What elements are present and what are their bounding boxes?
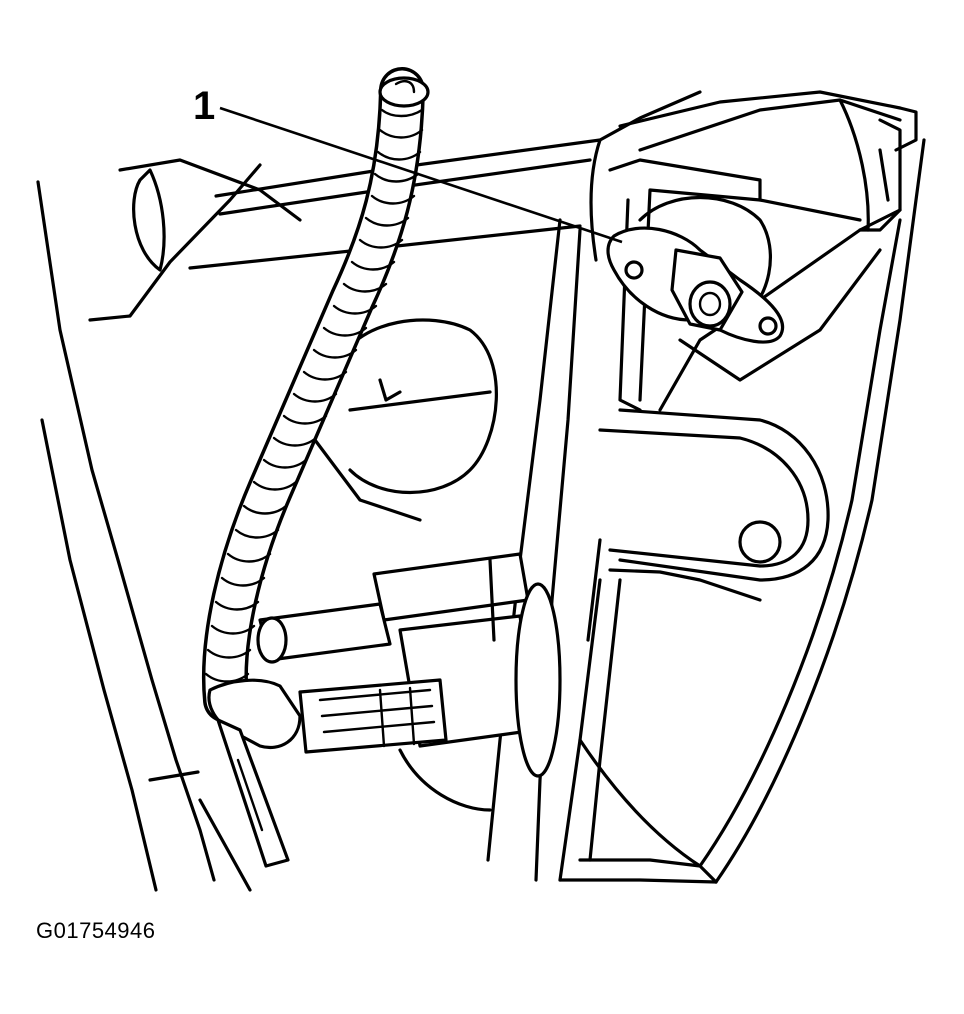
figure-id: G01754946 bbox=[36, 918, 156, 943]
left-panel bbox=[36, 158, 302, 892]
wiring-harness bbox=[201, 67, 430, 868]
center-panel bbox=[298, 218, 602, 882]
lower-housing bbox=[558, 138, 926, 884]
callout-leader-line bbox=[219, 106, 623, 244]
sensor-component bbox=[606, 196, 785, 344]
callout-number: 1 bbox=[193, 84, 216, 128]
connector-assembly bbox=[256, 552, 562, 812]
upper-frame bbox=[188, 90, 902, 270]
